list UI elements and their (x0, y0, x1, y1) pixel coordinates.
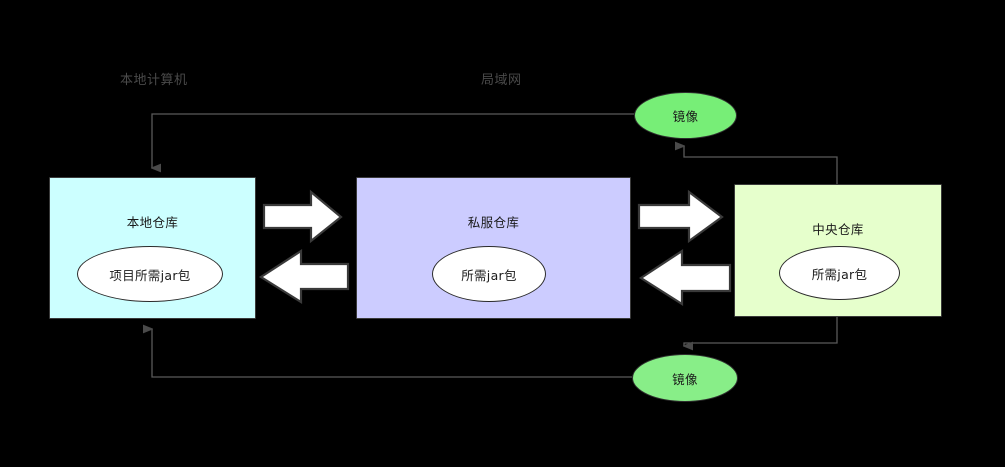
repo-inner-ellipse-private: 所需jar包 (432, 246, 546, 302)
zone-label-lan: 局域网 (481, 73, 522, 88)
repo-inner-ellipse-central: 所需jar包 (779, 246, 900, 300)
block-arrow-private-to-central-right (637, 189, 724, 244)
connector-central-repo-to-mirror-bottom (684, 317, 838, 346)
connector-central-repo-to-mirror-top (684, 146, 838, 184)
connector-mirror-bottom-to-local-repo (152, 329, 632, 378)
block-arrow-private-to-local-left (258, 248, 350, 304)
connector-mirror-top-to-local-repo (152, 113, 634, 168)
repo-title-local: 本地仓库 (126, 215, 179, 230)
repo-title-private: 私服仓库 (467, 215, 520, 230)
block-arrow-local-to-private-right (262, 189, 343, 244)
block-arrow-central-to-private-left (638, 248, 732, 307)
mirror-ellipse-bottom[interactable]: 镜像 (632, 354, 738, 402)
mirror-ellipse-top[interactable]: 镜像 (634, 92, 737, 139)
repo-title-central: 中央仓库 (812, 222, 864, 237)
repo-inner-ellipse-local: 项目所需jar包 (77, 246, 223, 302)
zone-label-local-machine: 本地计算机 (120, 73, 188, 88)
